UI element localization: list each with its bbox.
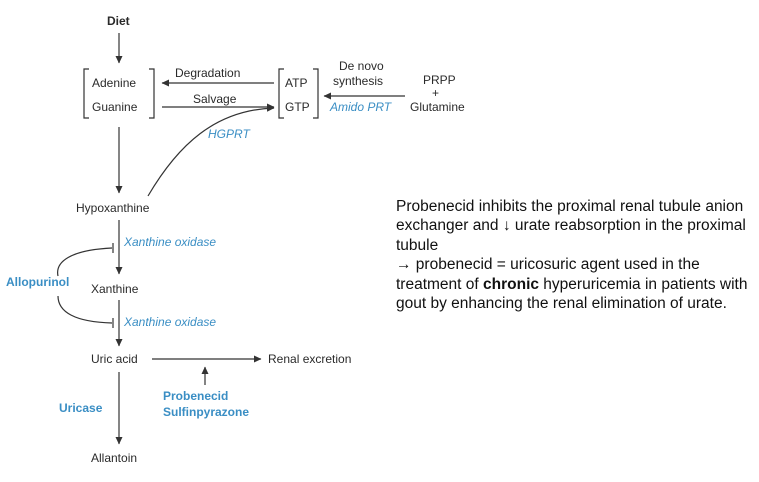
node-xanthine: Xanthine [91, 282, 139, 296]
allopurinol-inhibition-lower [57, 295, 113, 324]
bracket-bases-right [149, 68, 155, 119]
allopurinol-inhibition-upper [57, 247, 113, 277]
enzyme-uricase: Uricase [59, 401, 103, 415]
arrow-hgprt-salvage [147, 104, 275, 197]
node-plus: + [432, 86, 439, 100]
node-renal-excretion: Renal excretion [268, 352, 351, 366]
drug-probenecid: Probenecid [163, 389, 228, 403]
note-chronic-bold: chronic [483, 275, 539, 293]
enzyme-amido-prt: Amido PRT [329, 100, 393, 114]
node-diet: Diet [107, 14, 130, 28]
label-synthesis: synthesis [333, 74, 383, 88]
enzyme-hgprt: HGPRT [208, 127, 251, 141]
node-prpp: PRPP [423, 73, 456, 87]
note-line-2: → probenecid = uricosuric agent used in … [396, 255, 752, 313]
bracket-nucleotides-right [313, 68, 319, 119]
label-de-novo: De novo [339, 59, 384, 73]
note-line-1: Probenecid inhibits the proximal renal t… [396, 198, 746, 254]
bracket-bases-left [83, 68, 89, 119]
node-uric-acid: Uric acid [91, 352, 138, 366]
enzyme-xanthine-oxidase-2: Xanthine oxidase [123, 315, 216, 329]
drug-sulfinpyrazone: Sulfinpyrazone [163, 405, 249, 419]
node-guanine: Guanine [92, 100, 138, 114]
probenecid-note: Probenecid inhibits the proximal renal t… [396, 197, 752, 313]
bracket-nucleotides-left [278, 68, 284, 119]
edge-label-degradation: Degradation [175, 66, 240, 80]
note-line-2-end: hyperuricemia in patients with gout by e… [396, 275, 748, 313]
enzyme-xanthine-oxidase-1: Xanthine oxidase [123, 235, 216, 249]
edge-label-salvage: Salvage [193, 92, 237, 106]
note-line-2-start: → probenecid = uricosuric agent used in … [396, 256, 700, 293]
node-gtp: GTP [285, 100, 310, 114]
node-hypoxanthine: Hypoxanthine [76, 201, 150, 215]
drug-allopurinol: Allopurinol [6, 275, 69, 289]
node-adenine: Adenine [92, 76, 136, 90]
node-glutamine: Glutamine [410, 100, 465, 114]
node-allantoin: Allantoin [91, 451, 137, 465]
node-atp: ATP [285, 76, 307, 90]
